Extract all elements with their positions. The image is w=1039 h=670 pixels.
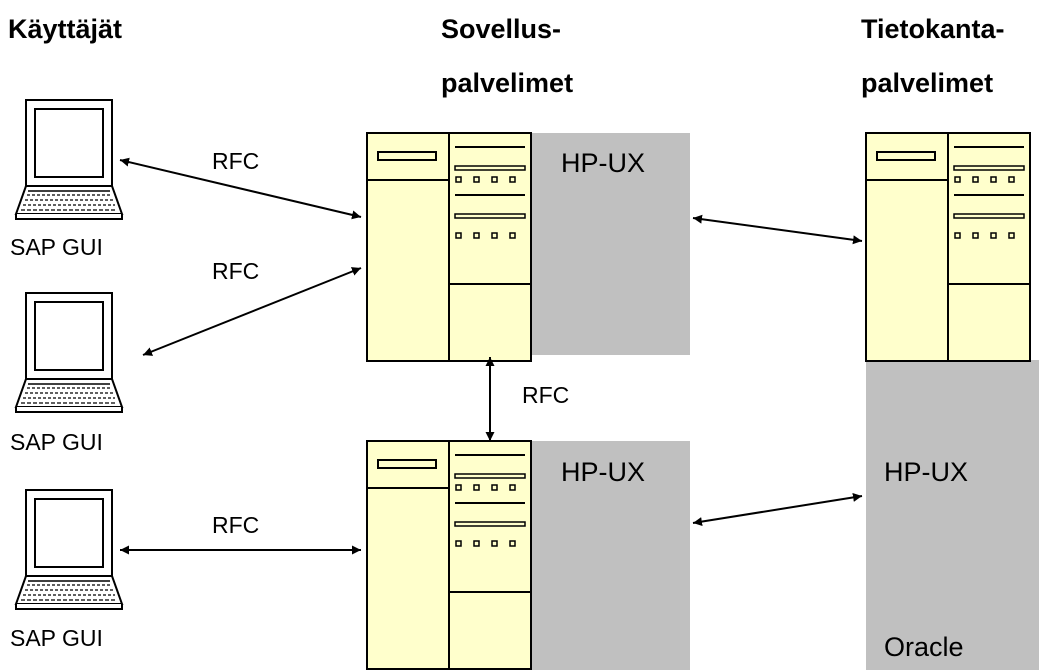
arrow-app1-db xyxy=(692,214,863,245)
db-server xyxy=(865,132,1031,362)
app1-os-background xyxy=(530,133,690,355)
arrow-app2-db xyxy=(692,492,863,527)
rfc-label-client1: RFC xyxy=(212,148,259,174)
client-2-laptop-icon xyxy=(15,292,123,413)
app2-os-background xyxy=(530,441,690,670)
db-os-label: HP-UX xyxy=(884,457,968,487)
client-2-label: SAP GUI xyxy=(10,429,103,455)
rfc-label-client3: RFC xyxy=(212,512,259,538)
rfc-label-app1-app2: RFC xyxy=(522,382,569,408)
header-db-servers-line2: palvelimet xyxy=(861,68,993,98)
db-os-background xyxy=(866,360,1039,670)
client-1-label: SAP GUI xyxy=(10,234,103,260)
header-users: Käyttäjät xyxy=(8,14,122,44)
header-db-servers-line1: Tietokanta- xyxy=(861,14,1005,44)
app-server-2 xyxy=(366,440,532,670)
client-3-laptop-icon xyxy=(15,489,123,610)
client-1-laptop-icon xyxy=(15,99,123,220)
arrow-client2-app1 xyxy=(142,267,362,356)
db-software-label: Oracle xyxy=(884,632,964,662)
app1-os-label: HP-UX xyxy=(561,148,645,178)
arrow-client1-app1 xyxy=(119,157,362,220)
app-server-1 xyxy=(366,132,532,362)
header-app-servers-line2: palvelimet xyxy=(441,68,573,98)
rfc-label-client2: RFC xyxy=(212,258,259,284)
client-3-label: SAP GUI xyxy=(10,625,103,651)
header-app-servers-line1: Sovellus- xyxy=(441,14,561,44)
app2-os-label: HP-UX xyxy=(561,457,645,487)
